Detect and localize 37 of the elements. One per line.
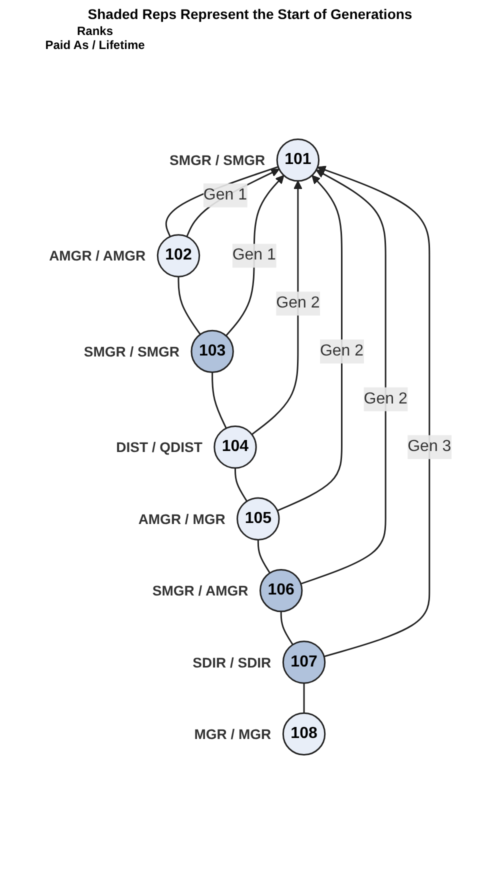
rank-label: SMGR / SMGR bbox=[84, 343, 180, 360]
diagram-title: Shaded Reps Represent the Start of Generations bbox=[86, 6, 414, 22]
rep-circle: 108 bbox=[282, 712, 326, 756]
rank-label: SMGR / AMGR bbox=[152, 582, 248, 599]
arrow bbox=[317, 166, 430, 658]
rank-label: AMGR / MGR bbox=[138, 510, 226, 527]
edge-label: Gen 2 bbox=[364, 390, 408, 408]
column-heading: Paid As / Lifetime bbox=[44, 38, 146, 52]
arrow bbox=[300, 170, 386, 584]
edge-label: Gen 1 bbox=[232, 246, 276, 264]
rank-label: MGR / MGR bbox=[194, 726, 272, 742]
connector bbox=[257, 540, 270, 574]
arrow bbox=[276, 175, 342, 512]
rank-label: DIST / QDIST bbox=[116, 439, 202, 456]
connector bbox=[234, 468, 248, 502]
rep-circle: 104 bbox=[214, 426, 257, 469]
edge-label: Gen 3 bbox=[408, 438, 452, 456]
column-heading: Ranks bbox=[76, 24, 114, 38]
rep-circle: 103 bbox=[190, 330, 234, 374]
rank-label: AMGR / AMGR bbox=[48, 248, 146, 264]
rank-label: SDIR / SDIR bbox=[192, 654, 272, 670]
arrow bbox=[225, 175, 284, 336]
connector bbox=[178, 276, 201, 335]
connector bbox=[303, 683, 305, 714]
rep-circle: 101 bbox=[276, 138, 320, 182]
edge-label: Gen 2 bbox=[276, 294, 320, 312]
edge-label: Gen 2 bbox=[320, 342, 364, 360]
arrow bbox=[186, 168, 280, 237]
arrow bbox=[251, 180, 302, 436]
rep-circle: 106 bbox=[259, 568, 303, 612]
rep-circle: 102 bbox=[156, 234, 200, 278]
connector bbox=[211, 372, 227, 429]
edge-label: Gen 1 bbox=[203, 186, 247, 204]
rank-label: SMGR / SMGR bbox=[169, 152, 265, 168]
rep-circle: 107 bbox=[282, 640, 326, 684]
connector bbox=[280, 611, 294, 646]
rep-circle: 105 bbox=[236, 497, 280, 540]
